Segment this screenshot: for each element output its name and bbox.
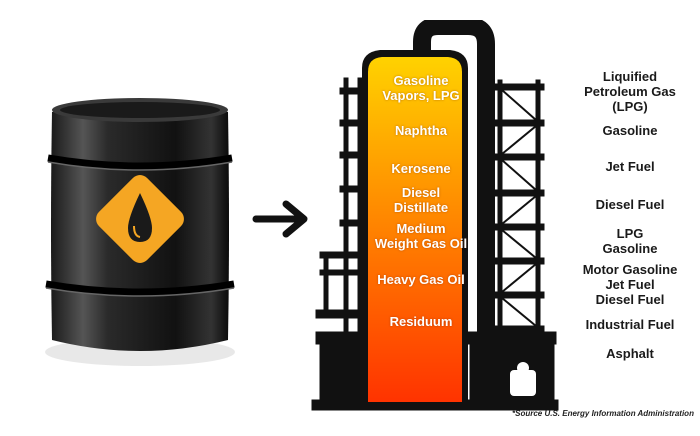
arrow-right-icon <box>252 200 308 238</box>
oil-barrel-icon <box>45 98 235 366</box>
product-label: Jet Fuel <box>605 159 655 174</box>
fraction-label: Kerosene <box>391 161 451 176</box>
product-label: Diesel Fuel <box>595 197 665 212</box>
source-note: *Source U.S. Energy Information Administ… <box>512 409 694 418</box>
fraction-label: Residuum <box>389 314 453 329</box>
fraction-label: Heavy Gas Oil <box>377 272 465 287</box>
product-label: Industrial Fuel <box>585 317 675 332</box>
oil-drop-icon <box>96 175 184 263</box>
refinery-structure <box>311 20 559 411</box>
product-label: Gasoline <box>602 123 658 138</box>
fraction-label: Naphtha <box>395 123 447 138</box>
product-label: Asphalt <box>606 346 654 361</box>
